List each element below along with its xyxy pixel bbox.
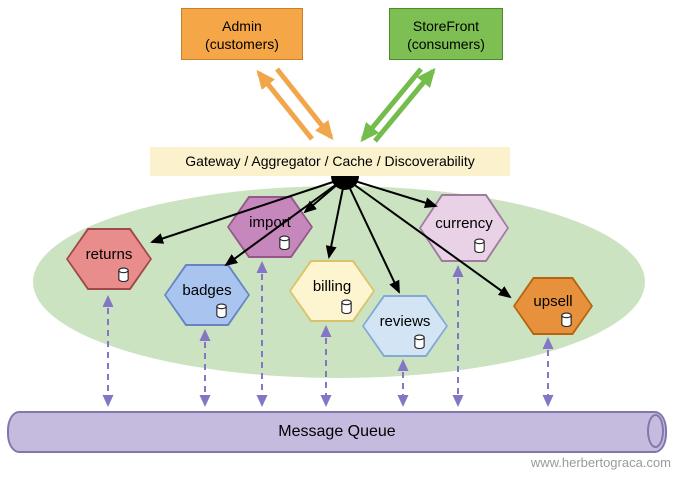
admin-label: Admin	[222, 18, 262, 34]
service-label: badges	[182, 281, 232, 299]
database-icon	[561, 312, 572, 328]
database-icon	[216, 303, 228, 318]
database-icon	[279, 235, 291, 250]
service-reviews: reviews	[362, 295, 448, 357]
message-queue: Message Queue	[7, 411, 667, 453]
admin-sublabel: (customers)	[205, 36, 279, 52]
service-badges: badges	[164, 264, 250, 326]
admin-box: Admin (customers)	[181, 8, 303, 60]
database-icon	[414, 334, 426, 349]
service-label: currency	[435, 214, 493, 232]
storefront-box: StoreFront (consumers)	[389, 8, 503, 60]
cylinder-cap	[647, 414, 664, 448]
storefront-sublabel: (consumers)	[407, 36, 485, 52]
database-icon	[474, 238, 486, 254]
watermark: www.herbertograca.com	[530, 455, 671, 470]
service-label: reviews	[379, 312, 431, 330]
arrow-admin-to-gateway	[275, 67, 334, 141]
arrow-gateway-to-storefront	[373, 67, 436, 143]
database-icon	[341, 299, 353, 314]
service-label: upsell	[533, 292, 573, 310]
arrow-gateway-to-admin	[256, 69, 314, 141]
gateway-bar: Gateway / Aggregator / Cache / Discovera…	[150, 147, 510, 176]
arrow-storefront-to-gateway	[360, 67, 423, 143]
storefront-label: StoreFront	[412, 18, 480, 34]
service-label: returns	[85, 245, 133, 263]
database-icon	[118, 267, 130, 282]
service-label: import	[249, 213, 291, 231]
service-label: billing	[312, 277, 352, 295]
message-queue-label: Message Queue	[278, 423, 396, 440]
